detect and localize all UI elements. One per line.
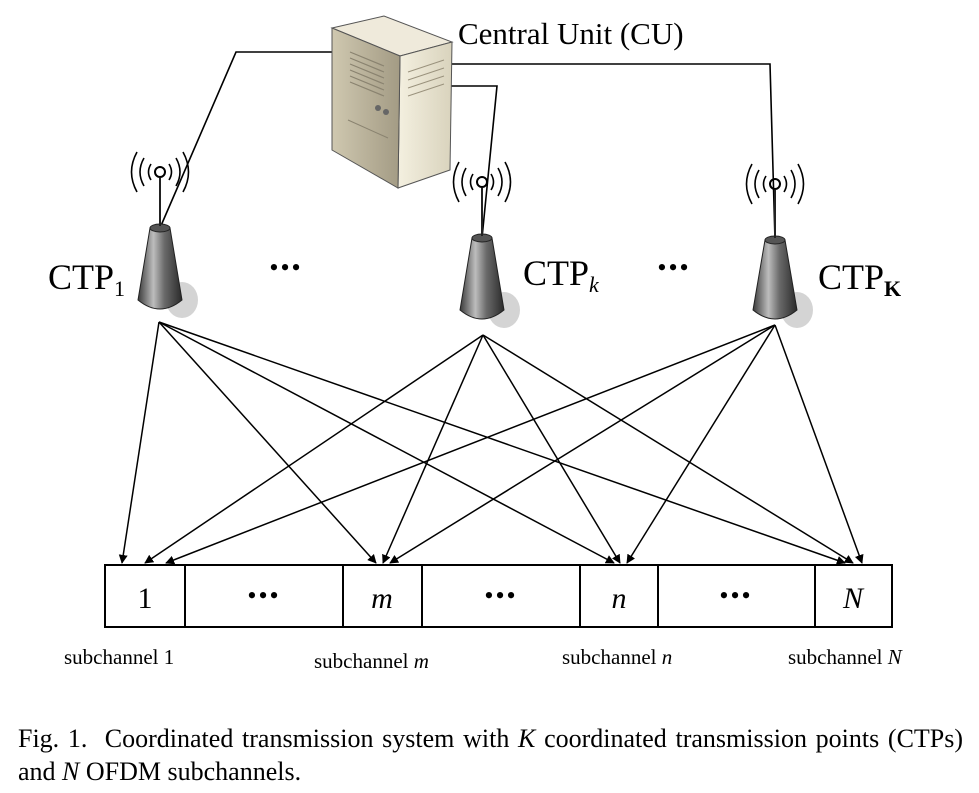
link-ctp1-subn	[158, 321, 615, 564]
ctp-1-label-sub: 1	[114, 276, 125, 301]
link-ctp1-subm	[158, 321, 377, 564]
ctp-K-label-sub: K	[884, 276, 901, 301]
link-ctpk-subn	[482, 334, 621, 564]
subchannel-label-m: subchannel m	[314, 649, 429, 673]
ctp-k-label-base: CTP	[523, 253, 589, 293]
caption-var-n: N	[62, 757, 80, 786]
central-unit-label: Central Unit (CU)	[458, 16, 684, 51]
subchannel-label-1: subchannel 1	[64, 645, 174, 669]
cell-ellipsis-2: •••	[484, 581, 517, 610]
server-icon	[330, 15, 454, 189]
link-ctp1-sub1	[118, 321, 160, 564]
cell-subchannel-n: n	[612, 582, 627, 615]
link-ctpK-subm	[389, 324, 776, 564]
caption-fig-number: Fig. 1.	[18, 724, 88, 753]
caption-text-2: coordinated transmission points (CTPs) a…	[18, 724, 964, 786]
backhaul-links	[159, 51, 776, 241]
cell-subchannel-m: m	[371, 582, 393, 615]
ctp-ellipsis-right: •••	[657, 253, 690, 282]
link-ctpk-sub1	[144, 334, 484, 564]
caption-text-3: OFDM subchannels.	[85, 757, 302, 786]
link-ctp1-subN	[158, 321, 846, 565]
subchannel-bar: 1 ••• m ••• n ••• N	[104, 564, 893, 628]
link-ctpk-subm	[382, 334, 484, 564]
cell-ellipsis-3: •••	[719, 581, 752, 610]
cell-subchannel-N: N	[842, 582, 865, 615]
subchannel-label-N: subchannel N	[788, 645, 903, 669]
cell-ellipsis-1: •••	[247, 581, 280, 610]
channel-links	[118, 321, 864, 565]
ctp-K-label-base: CTP	[818, 257, 884, 297]
cell-subchannel-1: 1	[138, 582, 153, 615]
coordinated-transmission-diagram: Central Unit (CU)	[48, 15, 903, 673]
caption-text-1: Coordinated transmission system with	[104, 724, 510, 753]
figure-caption: Fig. 1. Coordinated transmission system …	[18, 722, 963, 788]
ctp-1-label: CTP1	[48, 257, 125, 301]
subchannel-label-n: subchannel n	[562, 645, 672, 669]
link-ctpK-subn	[626, 324, 776, 564]
link-ctpK-sub1	[165, 324, 776, 565]
ctp-ellipsis-left: •••	[269, 253, 302, 282]
link-ctpk-subN	[482, 334, 854, 564]
ctp-k-label: CTPk	[523, 253, 600, 297]
antenna-ctp-k-icon	[452, 161, 520, 328]
ctp-k-label-sub: k	[589, 272, 600, 297]
caption-var-k: K	[518, 724, 536, 753]
antenna-ctp-K-icon	[745, 163, 813, 328]
link-ctpK-subN	[774, 324, 864, 564]
antenna-ctp-1-icon	[130, 151, 198, 318]
backhaul-link-ctp-1	[159, 51, 336, 229]
ctp-K-label: CTPK	[818, 257, 901, 301]
ctp-1-label-base: CTP	[48, 257, 114, 297]
backhaul-link-ctp-K	[440, 63, 776, 241]
